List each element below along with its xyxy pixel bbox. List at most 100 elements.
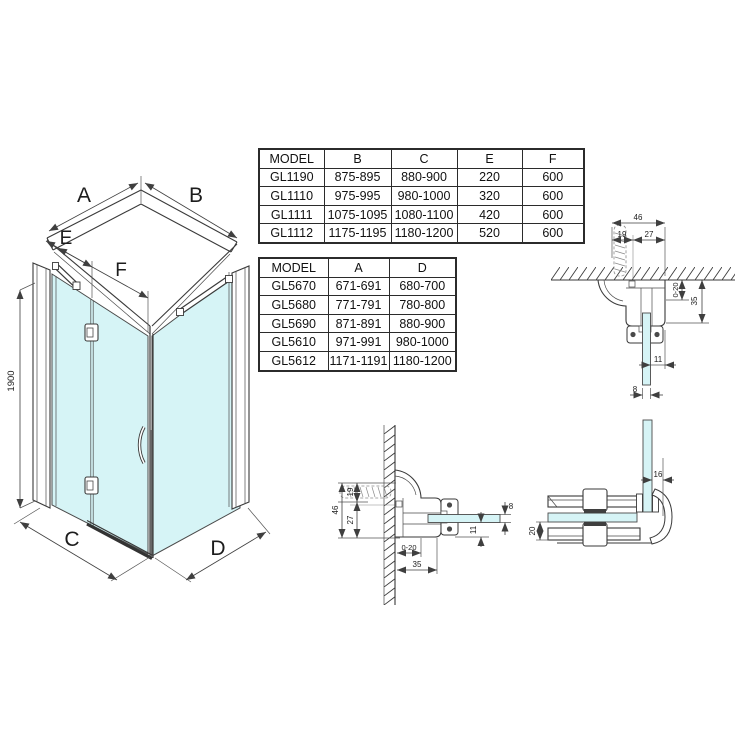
clamp-block-top bbox=[582, 488, 608, 512]
corner-post bbox=[149, 326, 154, 558]
right-wall-profile bbox=[231, 265, 250, 510]
table-row: GL5690 871-891 880-900 bbox=[258, 313, 457, 334]
dim-0-20: 0-20 bbox=[671, 282, 680, 297]
dim-16: 16 bbox=[654, 470, 663, 479]
dim-label-B: B bbox=[189, 184, 203, 207]
model-cell: GL5612 bbox=[258, 350, 329, 372]
dim-35: 35 bbox=[690, 296, 699, 305]
vertical-glass bbox=[642, 419, 653, 513]
wall-hatch bbox=[551, 267, 735, 280]
table-cell: 420 bbox=[456, 204, 523, 225]
table-row: GL5670 671-691 680-700 bbox=[258, 276, 457, 297]
table-cell: 320 bbox=[456, 186, 523, 206]
spec-table-door-models: MODEL B C E F GL1190 875-895 880-900 220… bbox=[258, 148, 585, 244]
table-header: D bbox=[388, 257, 457, 278]
table-header: MODEL bbox=[258, 148, 325, 169]
dim-27: 27 bbox=[346, 515, 355, 524]
dim-19: 19 bbox=[346, 487, 355, 496]
model-cell: GL5670 bbox=[258, 276, 329, 297]
table-cell: 875-895 bbox=[323, 167, 392, 188]
table-header: B bbox=[323, 148, 392, 169]
dim-11: 11 bbox=[654, 355, 663, 364]
table-cell: 600 bbox=[521, 186, 585, 206]
table-cell: 600 bbox=[521, 167, 585, 188]
spec-table-side-models: MODEL A D GL5670 671-691 680-700 GL5680 … bbox=[258, 257, 457, 372]
dim-46: 46 bbox=[331, 505, 340, 514]
table-row: GL5610 971-991 980-1000 bbox=[258, 332, 457, 352]
iso-dimensions: A B E F 1900 C D bbox=[6, 176, 271, 583]
model-cell: GL1190 bbox=[258, 167, 325, 188]
table-header: C bbox=[390, 148, 458, 169]
table-row: GL1112 1175-1195 1180-1200 520 600 bbox=[258, 223, 585, 244]
table-header: E bbox=[456, 148, 523, 169]
table-cell: 600 bbox=[521, 204, 585, 225]
detail-wall-ceiling: 46 19 27 0-20 35 11 8 bbox=[551, 213, 735, 399]
table-cell: 771-791 bbox=[327, 295, 390, 315]
detail-wall-plan: 19 27 46 0-20 35 8 11 bbox=[331, 425, 514, 605]
door-handle bbox=[137, 426, 146, 464]
model-cell: GL5680 bbox=[258, 295, 329, 315]
support-bar-right bbox=[176, 275, 233, 316]
model-cell: GL5690 bbox=[258, 313, 329, 334]
table-cell: 671-691 bbox=[327, 276, 390, 297]
wall-hatch bbox=[384, 425, 395, 605]
table-cell: 880-900 bbox=[390, 167, 458, 188]
table-cell: 780-800 bbox=[388, 295, 457, 315]
table-cell: 680-700 bbox=[388, 276, 457, 297]
dim-27: 27 bbox=[645, 230, 654, 239]
dim-35: 35 bbox=[413, 560, 422, 569]
isometric-view: A B E F 1900 C D bbox=[6, 176, 271, 583]
model-cell: GL1111 bbox=[258, 204, 325, 225]
table-cell: 1171-1191 bbox=[327, 350, 390, 372]
detail-ceiling-dimensions: 46 19 27 0-20 35 11 8 bbox=[611, 213, 709, 399]
table-header: F bbox=[521, 148, 585, 169]
detail-plan-dimensions: 19 27 46 0-20 35 8 11 bbox=[331, 482, 514, 574]
table-cell: 980-1000 bbox=[390, 186, 458, 206]
table-row: GL1110 975-995 980-1000 320 600 bbox=[258, 186, 585, 206]
table-header-row: MODEL A D bbox=[258, 257, 457, 278]
dim-label-C: C bbox=[64, 528, 79, 551]
model-cell: GL1110 bbox=[258, 186, 325, 206]
table-row: GL5612 1171-1191 1180-1200 bbox=[258, 350, 457, 372]
detail-corner: 16 20 bbox=[528, 419, 674, 547]
horizontal-glass bbox=[547, 512, 638, 523]
table-cell: 520 bbox=[456, 223, 523, 244]
model-cell: GL5610 bbox=[258, 332, 329, 352]
table-header-row: MODEL B C E F bbox=[258, 148, 585, 169]
table-cell: 1080-1100 bbox=[390, 204, 458, 225]
table-cell: 871-891 bbox=[327, 313, 390, 334]
left-wall-profile bbox=[32, 262, 51, 509]
dim-label-height: 1900 bbox=[6, 370, 17, 391]
table-cell: 1175-1195 bbox=[323, 223, 392, 244]
dim-0-20: 0-20 bbox=[401, 543, 416, 552]
table-cell: 971-991 bbox=[327, 332, 390, 352]
table-cell: 220 bbox=[456, 167, 523, 188]
dim-8: 8 bbox=[509, 502, 514, 511]
dim-label-A: A bbox=[77, 184, 91, 207]
dim-label-F: F bbox=[115, 260, 127, 281]
table-row: GL1111 1075-1095 1080-1100 420 600 bbox=[258, 204, 585, 225]
dim-label-D: D bbox=[210, 537, 225, 560]
dim-46: 46 bbox=[634, 213, 643, 222]
front-glass-panel bbox=[51, 273, 149, 555]
clamp-block-bottom bbox=[582, 522, 608, 547]
dim-19: 19 bbox=[618, 230, 627, 239]
table-header: MODEL bbox=[258, 257, 329, 278]
dim-20: 20 bbox=[528, 526, 537, 535]
table-cell: 975-995 bbox=[323, 186, 392, 206]
table-row: GL5680 771-791 780-800 bbox=[258, 295, 457, 315]
hinge-bottom bbox=[84, 476, 99, 495]
table-row: GL1190 875-895 880-900 220 600 bbox=[258, 167, 585, 188]
table-cell: 1180-1200 bbox=[388, 350, 457, 372]
dim-label-E: E bbox=[60, 228, 73, 249]
table-cell: 600 bbox=[521, 223, 585, 244]
table-cell: 880-900 bbox=[388, 313, 457, 334]
table-cell: 1075-1095 bbox=[323, 204, 392, 225]
hinge-top bbox=[84, 323, 99, 342]
detail-corner-dimensions: 16 20 bbox=[528, 458, 674, 541]
table-cell: 980-1000 bbox=[388, 332, 457, 352]
model-cell: GL1112 bbox=[258, 223, 325, 244]
dim-8: 8 bbox=[633, 385, 638, 394]
